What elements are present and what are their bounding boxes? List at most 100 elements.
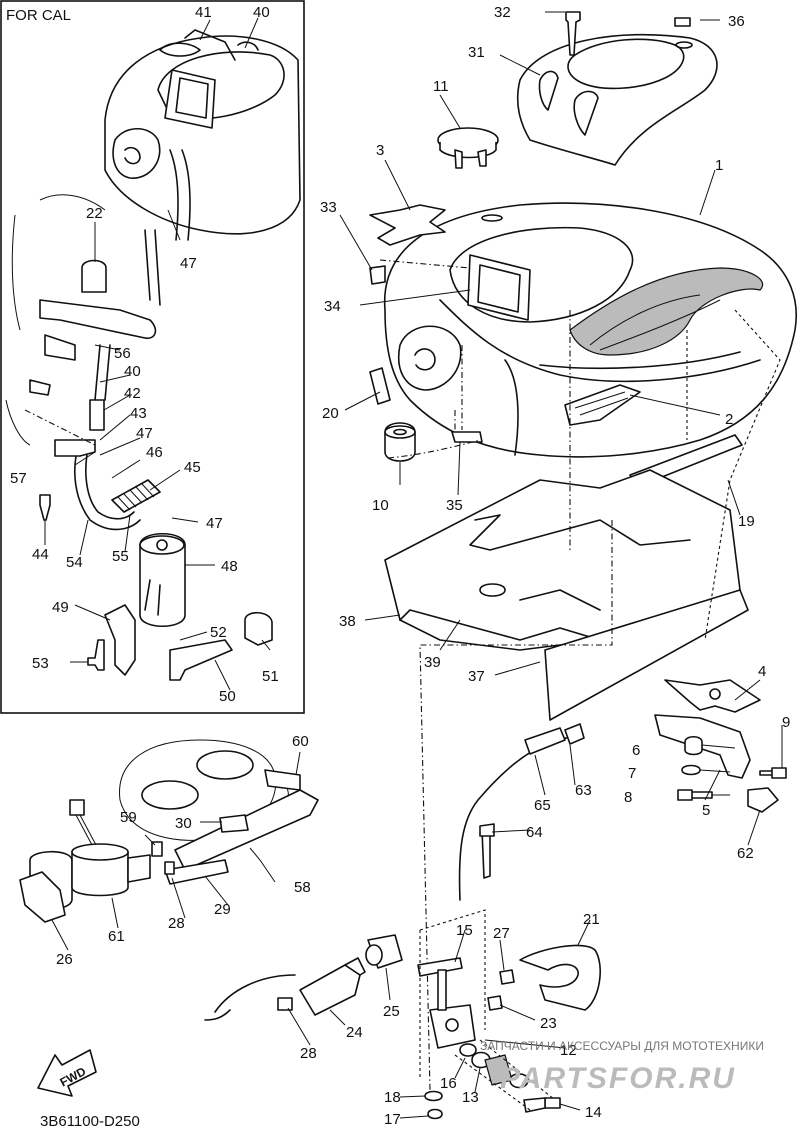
callout-59: 59 xyxy=(120,809,137,826)
callout-18: 18 xyxy=(384,1089,401,1106)
callout-65: 65 xyxy=(534,797,551,814)
tie-64 xyxy=(481,829,491,879)
callout-63: 63 xyxy=(575,782,592,799)
fuel-cap-11 xyxy=(437,127,499,169)
callout-49: 49 xyxy=(52,599,69,616)
callout-60: 60 xyxy=(292,733,309,750)
callout-17: 17 xyxy=(384,1111,401,1128)
callout-20: 20 xyxy=(322,405,339,422)
bolt-53 xyxy=(87,639,105,671)
inset-hose-54 xyxy=(74,439,141,531)
callout-16: 16 xyxy=(440,1075,457,1092)
callout-35: 35 xyxy=(446,497,463,514)
clip-30 xyxy=(219,814,249,833)
callout-25: 25 xyxy=(383,1003,400,1020)
callout-52: 52 xyxy=(210,624,227,641)
bracket-4 xyxy=(664,679,761,713)
callout-40b: 40 xyxy=(124,363,141,380)
screw-17 xyxy=(427,1108,443,1120)
callout-24: 24 xyxy=(346,1024,363,1041)
washer-18 xyxy=(424,1090,443,1102)
callout-39: 39 xyxy=(424,654,441,671)
callout-23: 23 xyxy=(540,1015,557,1032)
callout-11: 11 xyxy=(433,78,449,95)
callout-50: 50 xyxy=(219,688,236,705)
emblem-3 xyxy=(369,204,446,246)
oring-16 xyxy=(459,1043,477,1057)
callout-4: 4 xyxy=(758,663,766,680)
bolt-8 xyxy=(677,789,713,801)
callout-28a: 28 xyxy=(168,915,185,932)
cable-outline xyxy=(214,974,296,1013)
callout-38: 38 xyxy=(339,613,356,630)
inset-title: FOR CAL xyxy=(6,7,71,24)
callout-40a: 40 xyxy=(253,4,270,21)
inset-hose-56 xyxy=(39,299,157,340)
callout-3: 3 xyxy=(376,142,384,159)
clip-27 xyxy=(499,969,515,985)
hose-29 xyxy=(164,859,229,885)
collar-33 xyxy=(369,265,386,285)
bracket-26 xyxy=(19,871,66,923)
washer-7 xyxy=(681,764,701,776)
callout-47a: 47 xyxy=(136,425,153,442)
callout-31: 31 xyxy=(468,44,485,61)
tank-stripe xyxy=(539,351,741,370)
callout-61: 61 xyxy=(108,928,125,945)
watermark-logo: PARTSFOR.RU xyxy=(500,1062,736,1095)
callout-56: 56 xyxy=(114,345,131,362)
callout-1: 1 xyxy=(715,157,723,174)
fwd-arrow: FWD xyxy=(37,1049,97,1097)
bracket-62 xyxy=(747,787,779,813)
fitting-65 xyxy=(524,727,566,755)
callout-42: 42 xyxy=(124,385,141,402)
callout-41: 41 xyxy=(195,4,212,21)
clamp-28b xyxy=(277,997,293,1011)
callout-47c: 47 xyxy=(206,515,223,532)
watermark-text: ЗАПЧАСТИ И АКСЕССУАРЫ ДЛЯ МОТОТЕХНИКИ xyxy=(480,1039,764,1053)
canister-bracket-49 xyxy=(104,604,136,676)
clip-23 xyxy=(487,995,503,1011)
callout-36: 36 xyxy=(728,13,745,30)
valve-42 xyxy=(89,399,105,431)
callout-6: 6 xyxy=(632,742,640,759)
callout-22: 22 xyxy=(86,205,103,222)
callout-51: 51 xyxy=(262,668,279,685)
callout-5: 5 xyxy=(702,802,710,819)
clamp-51 xyxy=(244,611,273,646)
callout-53: 53 xyxy=(32,655,49,672)
callout-27: 27 xyxy=(493,925,510,942)
inset-hose-vertical xyxy=(144,229,161,306)
pad-35 xyxy=(451,431,483,443)
callout-58: 58 xyxy=(294,879,311,896)
callout-29: 29 xyxy=(214,901,231,918)
callout-32: 32 xyxy=(494,4,511,21)
clamp-22 xyxy=(81,259,107,293)
callout-13: 13 xyxy=(462,1089,479,1106)
screw-14 xyxy=(544,1097,561,1109)
callout-45: 45 xyxy=(184,459,201,476)
pipe-60 xyxy=(264,769,301,791)
tube-20 xyxy=(369,367,391,405)
bolt-44 xyxy=(39,494,51,521)
callout-62: 62 xyxy=(737,845,754,862)
canister-48 xyxy=(139,533,186,627)
clamp-28a xyxy=(164,861,175,875)
callout-15: 15 xyxy=(456,922,473,939)
leader-lines xyxy=(44,11,783,1119)
inset-tank xyxy=(5,29,301,446)
callout-34: 34 xyxy=(324,298,341,315)
filter-24 xyxy=(299,964,361,1016)
callout-44: 44 xyxy=(32,546,49,563)
tank-cover-31 xyxy=(516,33,718,166)
callout-12: 12 xyxy=(560,1042,577,1059)
callout-2: 2 xyxy=(725,411,733,428)
callout-9: 9 xyxy=(782,714,790,731)
callout-37: 37 xyxy=(468,668,485,685)
callout-47b: 47 xyxy=(180,255,197,272)
callout-46: 46 xyxy=(146,444,163,461)
bolt-32 xyxy=(565,11,581,56)
tank-flame-graphic xyxy=(569,267,764,356)
callout-43: 43 xyxy=(130,405,147,422)
